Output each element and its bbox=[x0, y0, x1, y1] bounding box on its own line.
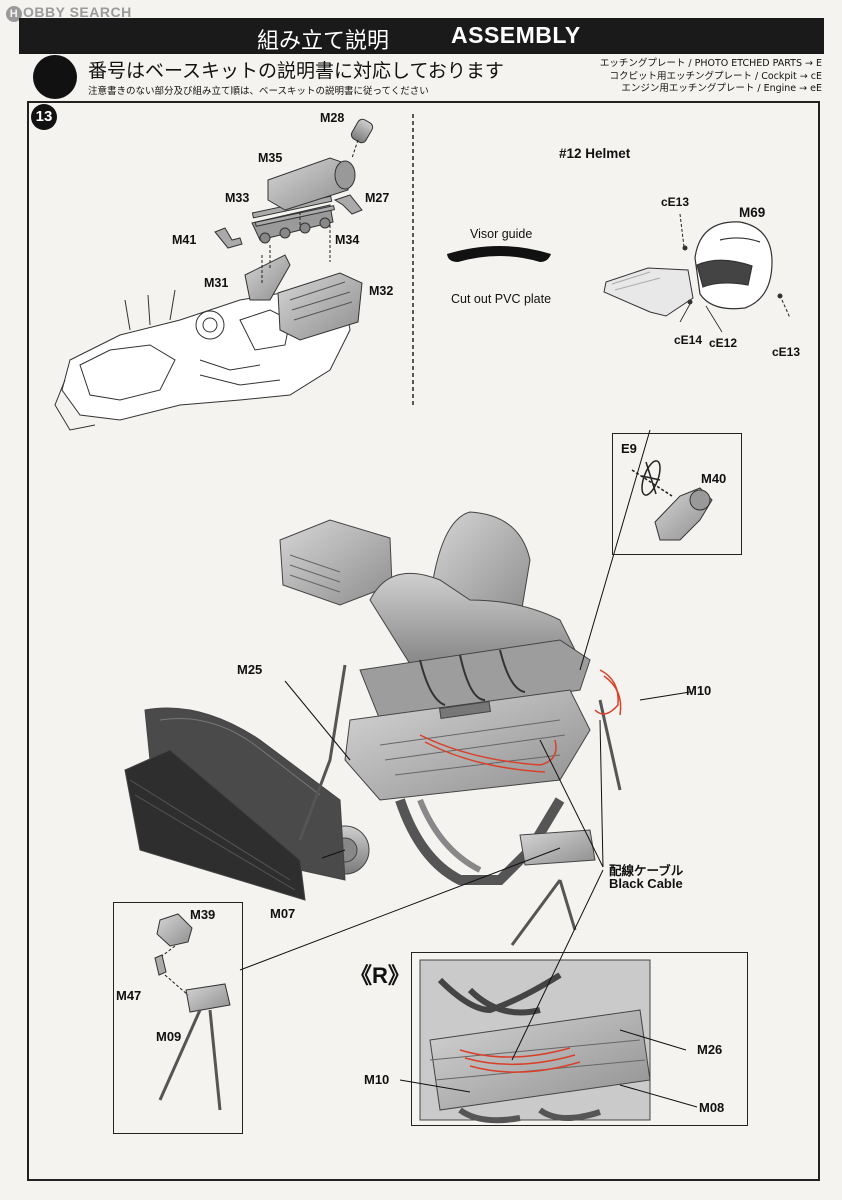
label-m08: M08 bbox=[699, 1100, 725, 1115]
step-number-badge: 13 bbox=[31, 104, 57, 130]
watermark-mark: H bbox=[6, 6, 22, 22]
label-m33: M33 bbox=[225, 191, 250, 205]
visor-pvc bbox=[603, 267, 694, 317]
callout-box-m39-m09 bbox=[113, 902, 243, 1134]
label-ce12: cE12 bbox=[709, 336, 738, 350]
black-cable-detail bbox=[459, 1047, 581, 1073]
assembly-banner: 組み立て説明 ASSEMBLY bbox=[19, 18, 824, 54]
part-m28 bbox=[350, 118, 374, 144]
label-e9: E9 bbox=[621, 441, 637, 456]
label-m10-detail: M10 bbox=[364, 1072, 390, 1087]
helmet-m69 bbox=[694, 221, 773, 310]
part-e9 bbox=[631, 460, 673, 497]
part-m35 bbox=[267, 157, 356, 211]
main-note: 番号はベースキットの説明書に対応しております bbox=[88, 60, 504, 82]
banner-title-jp: 組み立て説明 bbox=[257, 29, 390, 54]
label-m26: M26 bbox=[697, 1042, 723, 1057]
label-cut-pvc: Cut out PVC plate bbox=[451, 292, 552, 306]
detail-r-engine bbox=[419, 959, 651, 1124]
label-m41: M41 bbox=[172, 233, 197, 247]
label-m31: M31 bbox=[204, 276, 229, 290]
watermark-text: OBBY SEARCH bbox=[23, 4, 132, 20]
visor-guide-shape bbox=[447, 246, 551, 262]
label-m32: M32 bbox=[369, 284, 394, 298]
black-cable-main bbox=[419, 669, 622, 773]
label-cable-jp: 配線ケーブル bbox=[609, 863, 684, 878]
part-m41 bbox=[214, 227, 243, 249]
parts-legend: エッチングプレート / PHOTO ETCHED PARTS → E コクピット… bbox=[600, 58, 822, 96]
part-m31 bbox=[244, 254, 291, 301]
label-cable-en: Black Cable bbox=[609, 876, 683, 891]
label-ce13-bottom: cE13 bbox=[772, 345, 801, 359]
label-m07: M07 bbox=[270, 906, 296, 921]
callout-box-e9-m40 bbox=[612, 433, 742, 555]
part-m27 bbox=[333, 194, 363, 215]
label-m10-main: M10 bbox=[686, 683, 712, 698]
label-m25: M25 bbox=[237, 662, 263, 677]
engine-sketch-line-art bbox=[54, 289, 351, 431]
step-frame bbox=[27, 101, 820, 1181]
main-engine-assembly bbox=[124, 511, 622, 946]
label-r-mark: 《R》 bbox=[350, 963, 410, 988]
label-ce14: cE14 bbox=[674, 333, 703, 347]
sub-note: 注意書きのない部分及び組み立て順は、ベースキットの説明書に従ってください bbox=[88, 86, 429, 97]
label-m09: M09 bbox=[156, 1029, 182, 1044]
note-bullet-icon bbox=[33, 55, 77, 99]
label-visor-guide: Visor guide bbox=[470, 227, 533, 241]
part-m32 bbox=[277, 272, 363, 341]
label-m39: M39 bbox=[190, 907, 216, 922]
legend-line-etched: エッチングプレート / PHOTO ETCHED PARTS → E bbox=[599, 58, 822, 69]
label-ce13-top: cE13 bbox=[661, 195, 690, 209]
detail-m39-m47-m09 bbox=[154, 913, 231, 1111]
legend-line-engine: エンジン用エッチングプレート / Engine → eE bbox=[621, 83, 822, 94]
label-m69: M69 bbox=[739, 205, 766, 220]
label-m34: M34 bbox=[335, 233, 360, 247]
label-m35: M35 bbox=[258, 151, 283, 165]
label-m40: M40 bbox=[701, 471, 727, 486]
label-m27: M27 bbox=[365, 191, 390, 205]
part-m40 bbox=[654, 487, 713, 541]
label-m28: M28 bbox=[320, 111, 345, 125]
legend-line-cockpit: コクピット用エッチングプレート / Cockpit → cE bbox=[609, 70, 822, 82]
banner-title-en: ASSEMBLY bbox=[451, 22, 581, 48]
callout-box-r-detail bbox=[411, 952, 748, 1126]
label-m47: M47 bbox=[116, 988, 142, 1003]
label-helmet-title: #12 Helmet bbox=[559, 146, 631, 161]
